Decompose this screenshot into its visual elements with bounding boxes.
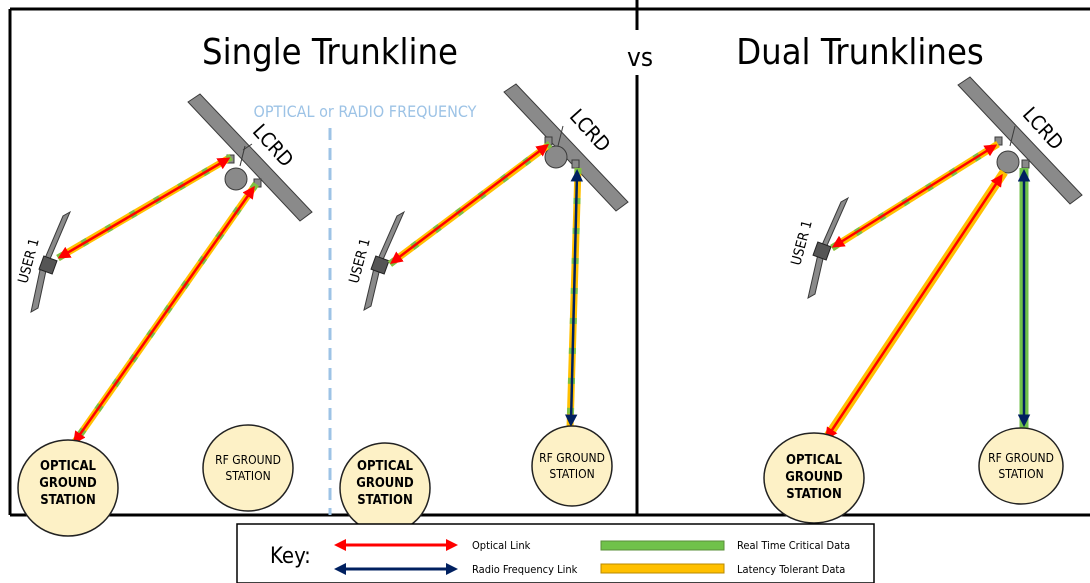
ground-station-line3: STATION (40, 493, 96, 508)
scene-single-rf: LCRD USER 1 OPTICAL GROUND STATION RF GR… (339, 83, 629, 534)
ground-station-line3: STATION (786, 487, 842, 502)
lcrd-satellite-icon (503, 83, 629, 212)
diagram-frame (8, 0, 1090, 517)
key-legend: Key: Optical Link Radio Frequency Link R… (236, 523, 875, 583)
user-label: USER 1 (788, 219, 815, 268)
optical-ground-station: OPTICAL GROUND STATION (763, 432, 865, 524)
rf-station-line1: RF GROUND (539, 451, 605, 465)
user-lcrd-optical-arrow (57, 157, 231, 259)
rf-station-line1: RF GROUND (988, 451, 1054, 465)
key-realtime-label: Real Time Critical Data (737, 539, 850, 552)
rf-station-line2: STATION (998, 467, 1043, 481)
rf-station-line2: STATION (225, 469, 270, 483)
rf-station-line2: STATION (549, 467, 594, 481)
trunkline-rf-arrow (564, 169, 584, 427)
key-latency-bar (600, 563, 725, 574)
key-optical-label: Optical Link (472, 539, 531, 552)
optical-or-rf-label: OPTICAL or RADIO FREQUENCY (254, 102, 477, 121)
key-latency-label: Latency Tolerant Data (737, 563, 845, 576)
user-satellite-icon (807, 196, 850, 299)
dual-trunklines-title: Dual Trunklines (736, 32, 984, 73)
rf-ground-station: RF GROUND STATION (978, 427, 1064, 505)
rf-station-line1: RF GROUND (215, 453, 281, 467)
key-realtime-bar (600, 540, 725, 551)
user-lcrd-optical-arrow (390, 143, 549, 265)
scene-single-optical: LCRD USER 1 OPTICAL GROUND STATION RF GR… (15, 93, 313, 537)
vs-label: vs (627, 43, 653, 73)
optical-ground-station: OPTICAL GROUND STATION (17, 439, 119, 537)
single-trunkline-title: Single Trunkline (202, 32, 458, 73)
ground-station-line1: OPTICAL (40, 459, 96, 474)
rf-ground-station: RF GROUND STATION (202, 424, 294, 512)
ground-station-line1: OPTICAL (786, 453, 842, 468)
key-rf-label: Radio Frequency Link (472, 563, 578, 576)
scene-dual: LCRD USER 1 OPTICAL GROUND STATION RF GR… (763, 76, 1083, 524)
ground-station-line2: GROUND (356, 476, 414, 491)
key-title: Key: (270, 544, 311, 569)
ground-station-line2: GROUND (39, 476, 97, 491)
trunkline-optical-arrow (73, 185, 255, 445)
optical-ground-station: OPTICAL GROUND STATION (339, 442, 431, 534)
ground-station-line3: STATION (357, 493, 413, 508)
trunkline-optical-arrow (825, 173, 1003, 441)
user-label: USER 1 (346, 237, 373, 286)
rf-ground-station: RF GROUND STATION (531, 425, 613, 507)
ground-station-line2: GROUND (785, 470, 843, 485)
ground-station-line1: OPTICAL (357, 459, 413, 474)
